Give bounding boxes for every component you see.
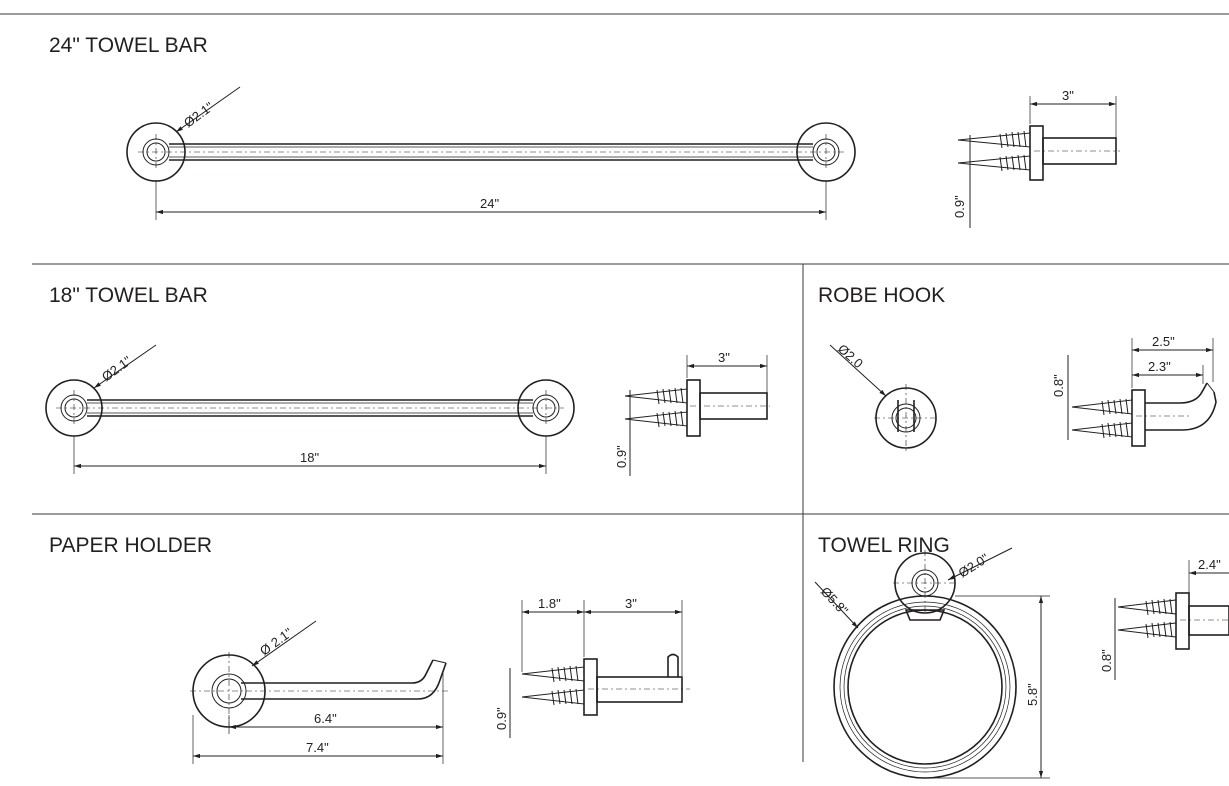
towel-ring-height-label: 5.8" — [1025, 683, 1040, 706]
towel-ring-section: TOWEL RING Ø2.0" Ø5.8" 5.8" — [814, 534, 1229, 779]
robe-hook-thickness-label: 0.8" — [1051, 374, 1066, 397]
robe-hook-section: ROBE HOOK Ø2.0 2.5" — [818, 284, 1217, 452]
paper-holder-projection-label: 3" — [625, 596, 637, 611]
towel-bar-24-projection-label: 3" — [1062, 88, 1074, 103]
towel-bar-18-front-view: Ø2.1" 18" — [45, 344, 575, 474]
robe-hook-side-view: 2.5" 2.3" 0.8" — [1051, 334, 1217, 447]
towel-ring-projection-label: 2.4" — [1198, 557, 1221, 572]
towel-bar-18-length-label: 18" — [300, 450, 319, 465]
paper-holder-total-length-label: 7.4" — [306, 740, 329, 755]
towel-ring-side-view: 2.4" 0.8" — [1099, 557, 1229, 680]
towel-bar-24-side-view: 3" 0.9" — [952, 88, 1120, 228]
towel-bar-18-section: 18" TOWEL BAR Ø2.1" 18" — [45, 284, 770, 476]
towel-ring-ring-dia-label: Ø5.8" — [818, 584, 852, 618]
towel-bar-24-flange-dia-label: Ø2.1" — [181, 99, 217, 131]
towel-bar-18-flange-dia-label: Ø2.1" — [99, 353, 135, 385]
towel-bar-18-title: 18" TOWEL BAR — [49, 284, 208, 307]
paper-holder-arm-length-label: 6.4" — [314, 711, 337, 726]
towel-bar-24-thickness-label: 0.9" — [952, 195, 967, 218]
paper-holder-flange-dia-label: Ø 2.1" — [257, 625, 296, 659]
section-frame — [0, 13, 1229, 762]
robe-hook-projection-inner-label: 2.3" — [1148, 359, 1171, 374]
paper-holder-section: PAPER HOLDER Ø 2.1" 6.4" 7.4" — [49, 534, 690, 764]
paper-holder-thickness-label: 0.9" — [494, 707, 509, 730]
towel-bar-24-front-view: Ø2.1" 24" — [126, 86, 856, 220]
towel-ring-thickness-label: 0.8" — [1099, 649, 1114, 672]
paper-holder-title: PAPER HOLDER — [49, 534, 212, 557]
robe-hook-projection-outer-label: 2.5" — [1152, 334, 1175, 349]
towel-ring-flange-dia-label: Ø2.0" — [956, 550, 992, 580]
towel-bar-18-thickness-label: 0.9" — [614, 445, 629, 468]
paper-holder-flange-depth-label: 1.8" — [538, 596, 561, 611]
robe-hook-front-view: Ø2.0 — [829, 341, 938, 452]
towel-bar-18-projection-label: 3" — [718, 350, 730, 365]
towel-bar-24-section: 24" TOWEL BAR Ø2.1" 24" — [49, 34, 1120, 228]
towel-bar-18-side-view: 3" 0.9" — [614, 350, 770, 476]
towel-ring-front-view: Ø2.0" Ø5.8" 5.8" — [814, 547, 1050, 779]
paper-holder-front-view: Ø 2.1" 6.4" 7.4" — [190, 620, 450, 764]
robe-hook-title: ROBE HOOK — [818, 284, 945, 307]
robe-hook-flange-dia-label: Ø2.0 — [835, 341, 866, 371]
towel-bar-24-length-label: 24" — [480, 196, 499, 211]
towel-bar-24-title: 24" TOWEL BAR — [49, 34, 208, 57]
paper-holder-side-view: 1.8" 3" 0.9" — [494, 596, 690, 738]
towel-ring-title: TOWEL RING — [818, 534, 950, 557]
